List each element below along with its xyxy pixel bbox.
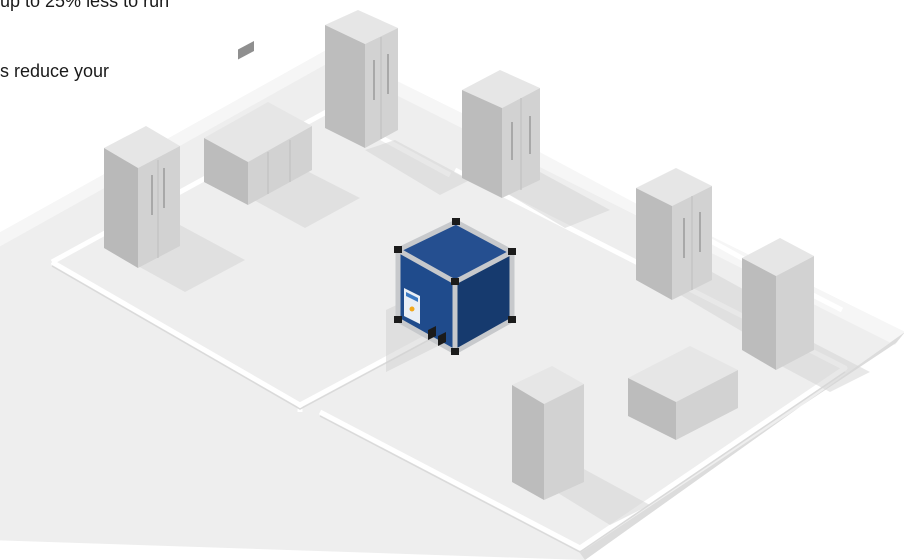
intro-line-1: up to 25% less to run bbox=[0, 0, 170, 11]
intro-line-2: s reduce your bbox=[0, 61, 110, 81]
upright-fridge-left bbox=[104, 126, 180, 268]
counter-fridge-front bbox=[628, 346, 738, 440]
upright-fridge-back-right bbox=[462, 70, 540, 198]
counter-fridge-back bbox=[204, 40, 312, 205]
remote-chiller-unit-icon bbox=[386, 218, 516, 372]
upright-fridge-far-right bbox=[742, 238, 814, 370]
intro-copy: up to 25% less to run s reduce your bbox=[0, 0, 360, 90]
upright-fridge-back-centre bbox=[325, 10, 398, 148]
upright-fridge-front bbox=[512, 366, 584, 500]
upright-fridge-right bbox=[636, 168, 712, 300]
